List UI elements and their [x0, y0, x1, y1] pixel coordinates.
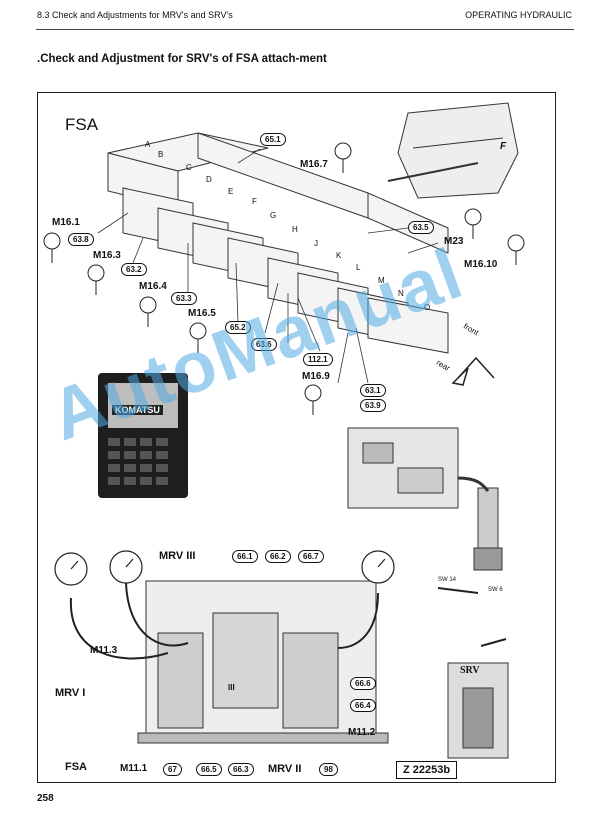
- part-number-pill: 63.8: [68, 233, 94, 246]
- part-number-pill: 63.1: [360, 384, 386, 397]
- gauge-icons-bottom: [54, 550, 395, 586]
- keypad-display: [98, 373, 188, 498]
- gauge-label: M23: [444, 236, 464, 247]
- part-number-pill: 65.2: [225, 321, 251, 334]
- m11-3-label: M11.3: [90, 645, 118, 656]
- hydraulic-figure: FSA FSA A B C D E F G H J K L M N O M16.…: [37, 92, 556, 783]
- part-number-pill: 63.9: [360, 399, 386, 412]
- block-letter: G: [270, 211, 277, 220]
- drawing-number: Z 22253b: [396, 761, 458, 779]
- gauge-label: M16.5: [188, 308, 216, 319]
- block-letter: D: [206, 175, 212, 184]
- mrv-iii-label: MRV III: [159, 550, 196, 562]
- part-number-pill: 66.1: [232, 550, 258, 563]
- valve-iii-marker: III: [228, 683, 235, 692]
- sw6-label: SW 6: [488, 587, 503, 593]
- machine-sketch: [387, 102, 519, 199]
- gauge-label: M16.10: [464, 259, 498, 270]
- header-divider: [36, 29, 574, 30]
- sw14-label: SW 14: [438, 577, 457, 583]
- part-number-pill: 66.7: [298, 550, 324, 563]
- srv-label: SRV: [460, 665, 480, 676]
- part-number-pill: 66.3: [228, 763, 254, 776]
- wrench-icons: [437, 587, 507, 647]
- gauge-label: M16.1: [52, 217, 80, 228]
- part-number-pill: 66.6: [350, 677, 376, 690]
- arrow-f-label: F: [500, 141, 507, 152]
- part-number-pill: 63.6: [251, 338, 277, 351]
- part-number-pill: 65.1: [260, 133, 286, 146]
- gauge-icons-top: [43, 142, 525, 415]
- orientation-icon: [451, 356, 495, 386]
- hoses: [69, 582, 379, 660]
- part-number-pill: 67: [163, 763, 182, 776]
- header-chapter: OPERATING HYDRAULIC: [465, 10, 572, 20]
- gauge-label: M16.7: [300, 159, 328, 170]
- srv-section: [347, 427, 509, 759]
- block-letter: L: [356, 263, 361, 272]
- fsa-top-label: FSA: [65, 115, 99, 134]
- block-letter: N: [398, 289, 404, 298]
- part-number-pill: 66.2: [265, 550, 291, 563]
- block-letter: F: [252, 197, 257, 206]
- leader-lines: [97, 148, 439, 384]
- gauge-label: M16.9: [302, 371, 330, 382]
- part-number-pill: 66.5: [196, 763, 222, 776]
- figure-drawing: [43, 102, 525, 759]
- fsa-bottom-label: FSA: [65, 761, 87, 773]
- part-number-pill: 98: [319, 763, 338, 776]
- part-number-pill: 66.4: [350, 699, 376, 712]
- part-number-pill: 63.2: [121, 263, 147, 276]
- part-number-pill: 63.3: [171, 292, 197, 305]
- m11-2-label: M11.2: [348, 727, 376, 738]
- block-letter: C: [186, 163, 192, 172]
- display-brand: KOMATSU: [112, 405, 163, 415]
- block-letter: J: [314, 239, 318, 248]
- block-letter: A: [145, 140, 151, 149]
- block-letter: E: [228, 187, 234, 196]
- block-letter: K: [336, 251, 342, 260]
- mrv-ii-label: MRV II: [268, 763, 302, 775]
- mrv-i-label: MRV I: [55, 687, 86, 699]
- mrv-bench: [137, 580, 389, 744]
- block-letter: O: [424, 303, 431, 312]
- gauge-label: M16.3: [93, 250, 121, 261]
- part-number-pill: 112.1: [303, 353, 333, 366]
- block-letter: H: [292, 225, 298, 234]
- gauge-label: M16.4: [139, 281, 167, 292]
- header-section-title: 8.3 Check and Adjustments for MRV's and …: [37, 10, 233, 20]
- page-title: .Check and Adjustment for SRV's of FSA a…: [37, 53, 327, 65]
- page-number: 258: [37, 793, 54, 804]
- valve-blocks: [107, 132, 449, 354]
- block-letter: B: [158, 150, 164, 159]
- block-letter: M: [378, 276, 385, 285]
- part-number-pill: 63.5: [408, 221, 434, 234]
- m11-1-label: M11.1: [120, 763, 148, 774]
